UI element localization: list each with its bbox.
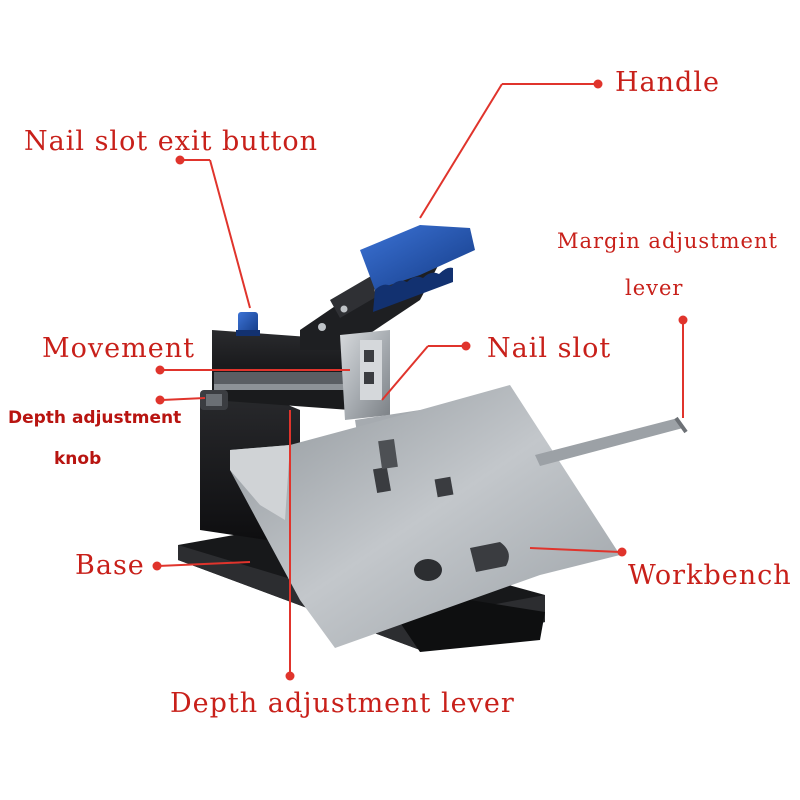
label-margin-adjustment-lever-line2: lever (625, 276, 684, 300)
leader-dots (152, 79, 688, 681)
handle-part (360, 225, 475, 312)
workbench-plate (230, 385, 620, 648)
label-margin-adjustment-lever-line1: Margin adjustment (557, 229, 778, 253)
label-movement: Movement (42, 333, 195, 364)
margin-lever-rod (535, 416, 688, 466)
depth-knob-part (200, 390, 228, 410)
label-workbench: Workbench (628, 560, 792, 591)
label-nail-slot-exit-button: Nail slot exit button (24, 126, 319, 157)
label-depth-adjustment-knob-line2: knob (54, 449, 102, 469)
exit-button-part (236, 312, 260, 336)
label-handle: Handle (615, 67, 720, 98)
label-nail-slot: Nail slot (487, 333, 612, 364)
label-base: Base (75, 550, 145, 581)
label-depth-adjustment-knob-line1: Depth adjustment (8, 408, 182, 428)
leader-lines (157, 83, 684, 675)
label-depth-adjustment-lever: Depth adjustment lever (170, 688, 515, 719)
